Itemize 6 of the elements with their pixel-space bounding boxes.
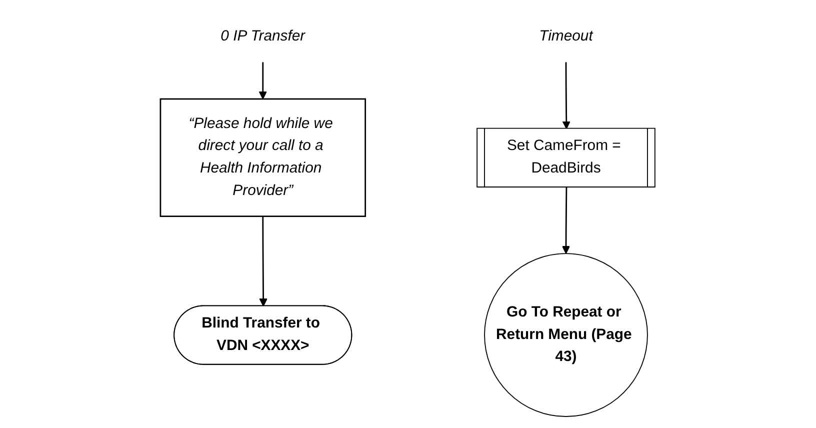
arrow [259, 62, 268, 100]
arrow [260, 216, 268, 307]
arrow [562, 187, 570, 254]
arrow [562, 62, 571, 130]
node-circle: Go To Repeat or Return Menu (Page 43) [484, 253, 648, 417]
node-box: “Please hold while we direct your call to a Health Information Provider” [160, 98, 366, 218]
